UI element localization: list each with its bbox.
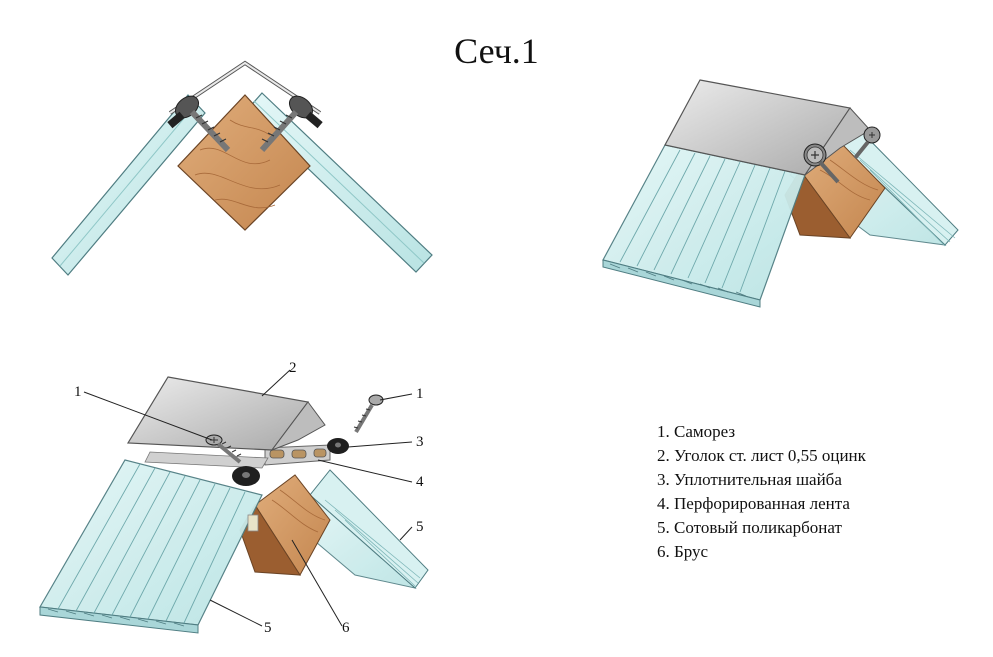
callout-1-left: 1	[74, 384, 82, 400]
section-title: Сеч.1	[454, 31, 539, 71]
sealing-washer-left	[232, 466, 260, 486]
callout-2: 2	[289, 360, 297, 376]
callout-5-right: 5	[416, 519, 424, 535]
legend-item-polycarbonate: 5. Сотовый поликарбонат	[657, 518, 842, 537]
legend-item-screw: 1. Саморез	[657, 422, 736, 441]
sealing-washer-right	[327, 438, 349, 454]
legend-item-washer: 3. Уплотнительная шайба	[657, 470, 842, 489]
polycarbonate-sheet-left	[51, 94, 206, 276]
perforated-tape	[264, 444, 331, 466]
assembled-view	[602, 79, 959, 308]
polycarbonate-front-assembled	[602, 144, 806, 308]
legend-item-corner: 2. Уголок ст. лист 0,55 оцинк	[657, 446, 866, 465]
callout-6: 6	[342, 620, 350, 636]
legend-item-beam: 6. Брус	[657, 542, 709, 561]
screw-assembled-1	[803, 143, 840, 184]
legend-item-tape: 4. Перфорированная лента	[657, 494, 850, 513]
parts-legend: 1. Саморез 2. Уголок ст. лист 0,55 оцинк…	[657, 420, 866, 564]
section-view	[51, 60, 433, 276]
screw-exploded-left	[205, 434, 242, 464]
callout-1-right: 1	[416, 386, 424, 402]
screw-left-section	[167, 95, 231, 153]
screw-exploded-right	[353, 394, 384, 434]
screw-right-section	[259, 95, 323, 153]
screw-assembled-2	[853, 126, 881, 160]
callout-4: 4	[416, 474, 424, 490]
exploded-view: 1 2 1 3 4 5 5 6	[39, 360, 429, 636]
callout-3: 3	[416, 434, 424, 450]
callout-leaders	[83, 369, 413, 627]
polycarbonate-left-exploded	[39, 459, 263, 634]
wood-beam-section	[177, 94, 311, 231]
callout-5-left: 5	[264, 620, 272, 636]
